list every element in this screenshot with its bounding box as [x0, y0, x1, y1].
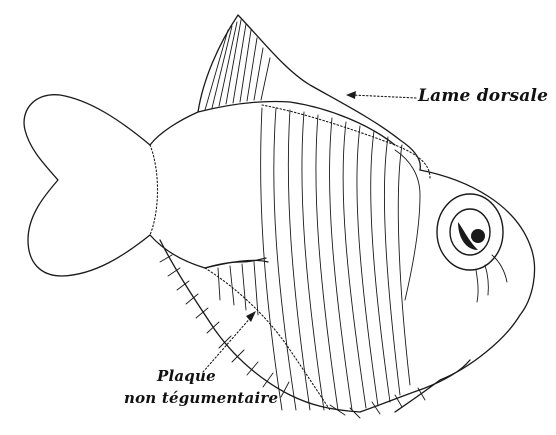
dorsal-blade-pointer	[346, 91, 416, 99]
eye-icon	[437, 194, 503, 270]
body-outline	[150, 101, 430, 268]
plate-pointer	[203, 311, 256, 372]
caudal-fin	[24, 95, 157, 276]
label-dorsal-blade: Lame dorsale	[418, 86, 548, 106]
body-stripes	[261, 108, 410, 410]
head	[395, 150, 535, 412]
label-plate-line1: Plaque	[157, 367, 216, 385]
label-plate-line2: non tégumentaire	[124, 389, 278, 407]
